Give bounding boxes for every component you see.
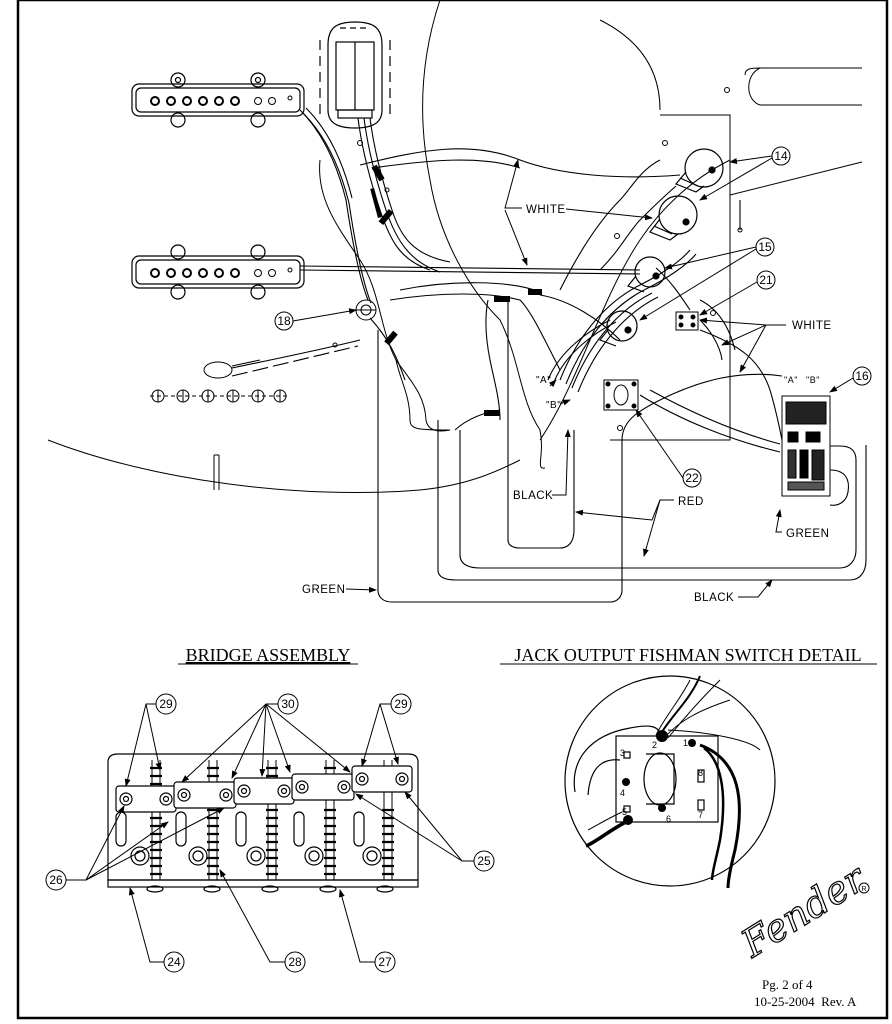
switch-detail-circle <box>564 675 776 887</box>
tone-pot-1 <box>627 256 666 293</box>
label-white-top: WHITE <box>526 204 566 216</box>
callout-29-right: 29 <box>394 697 408 711</box>
callout-21: 21 <box>759 273 773 287</box>
fender-logo-text: Fender <box>733 855 875 967</box>
volume-pot-2 <box>649 195 698 241</box>
neck-pickup-poles <box>150 95 293 106</box>
switch-pin-numbers: 3 2 1 4 5 6 7 8 <box>620 738 703 824</box>
callout-16: 16 <box>855 369 869 383</box>
pin-4: 4 <box>620 788 625 798</box>
pin-6: 6 <box>666 814 671 824</box>
label-leaders <box>345 159 786 598</box>
screw-row <box>150 389 290 403</box>
output-jack-18 <box>355 299 377 321</box>
neck-pickup <box>131 72 305 128</box>
tone-pot-2 <box>599 310 638 347</box>
page-number: Pg. 2 of 4 <box>762 977 813 992</box>
callout-numbers-upper: 14 15 21 16 18 22 <box>277 149 869 485</box>
callout-14: 14 <box>774 149 788 163</box>
callout-29-left: 29 <box>159 697 173 711</box>
fishman-switch-22 <box>603 379 639 411</box>
mini-switch-21 <box>675 311 699 331</box>
registered-mark: R <box>862 886 867 893</box>
callout-26: 26 <box>49 873 63 887</box>
callout-27: 27 <box>378 955 392 969</box>
pin-5: 5 <box>622 807 627 817</box>
bridge-springs <box>150 760 394 880</box>
callout-18: 18 <box>277 314 291 328</box>
callout-22: 22 <box>685 471 699 485</box>
bridge-pickup-poles <box>150 267 293 278</box>
bridge-saddles <box>115 765 413 813</box>
callout-15: 15 <box>758 240 772 254</box>
bridge-callouts <box>45 693 495 973</box>
callout-25: 25 <box>477 854 491 868</box>
preamp-board-16 <box>781 395 831 497</box>
pin-1: 1 <box>683 738 688 748</box>
wires <box>231 107 867 603</box>
label-black-mid: BLACK <box>513 490 553 502</box>
volume-pot-1 <box>675 148 724 193</box>
label-switch-b: "B" <box>546 400 561 411</box>
pin-7: 7 <box>698 810 703 820</box>
label-white-right: WHITE <box>792 320 832 332</box>
label-black-bottom: BLACK <box>694 592 734 604</box>
date-revision: 10-25-2004 Rev. A <box>754 994 857 1009</box>
label-board-b: "B" <box>806 375 820 385</box>
label-board-a: "A" <box>784 375 798 385</box>
switch-detail-wires <box>585 675 761 889</box>
callout-28: 28 <box>288 955 302 969</box>
switch-detail-terminals <box>622 730 696 825</box>
callouts-upper <box>274 146 872 488</box>
callout-24: 24 <box>167 955 181 969</box>
fender-logo: Fender R <box>732 854 875 967</box>
strap-plug <box>203 359 261 379</box>
bridge-assembly-title: BRIDGE ASSEMBLY <box>186 645 351 665</box>
bridge-pickup <box>131 244 305 300</box>
label-green-left: GREEN <box>302 584 345 596</box>
wiring-labels: WHITE WHITE BLACK RED GREEN GREEN BLACK … <box>302 204 832 604</box>
pin-8: 8 <box>698 768 703 778</box>
piezo-pickup <box>319 21 391 129</box>
label-red: RED <box>678 496 704 508</box>
page-frame <box>16 0 889 1020</box>
callout-30: 30 <box>281 697 295 711</box>
label-green-right: GREEN <box>786 528 829 540</box>
wire-sleeves <box>370 164 542 416</box>
bridge-callout-numbers: 29 30 29 26 25 24 28 27 <box>49 697 491 969</box>
pin-3: 3 <box>620 748 625 758</box>
body-outline <box>47 0 863 494</box>
bridge-plate <box>107 753 419 893</box>
label-switch-a: "A" <box>536 375 551 386</box>
pin-2: 2 <box>652 740 657 750</box>
jack-detail-title: JACK OUTPUT FISHMAN SWITCH DETAIL <box>514 645 861 665</box>
